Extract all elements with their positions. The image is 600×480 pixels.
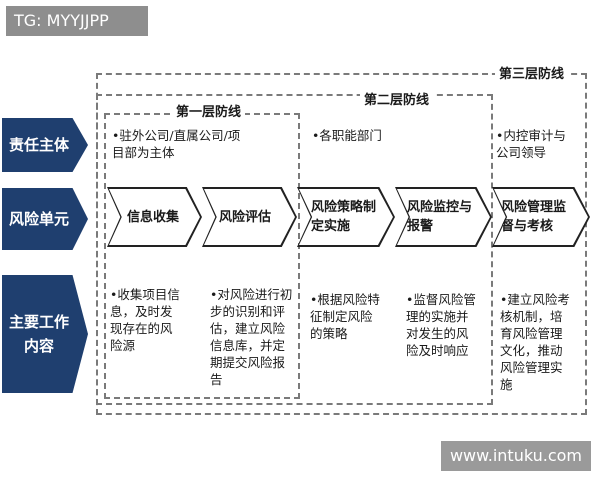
unit-label: 风险评估 (219, 209, 272, 225)
unit-chevron-strategy: 风险策略制 定实施 (297, 187, 395, 247)
first-defense-line-title: 第一层防线 (172, 104, 246, 122)
unit-label: 风险监控与 报警 (407, 200, 473, 234)
second-defense-line-title: 第二层防线 (360, 92, 434, 110)
unit-label: 风险管理监 督与考核 (501, 200, 567, 234)
unit-chevron-supervision: 风险管理监 督与考核 (492, 187, 590, 247)
row-header-responsible: 责任主体 (2, 118, 88, 172)
work-info-collection: •收集项目信 息，及时发 现存在的风 险源 (110, 287, 180, 353)
watermark: www.intuku.com (441, 441, 591, 471)
header-tag: TG: MYYJJPP (6, 6, 148, 36)
responsible-third-line: •内控审计与 公司领导 (496, 128, 566, 160)
row-header-label: 责任主体 (8, 136, 69, 154)
row-header-risk-unit: 风险单元 (2, 188, 88, 250)
row-header-label: 主要工作 内容 (8, 313, 69, 355)
work-monitoring: •监督风险管 理的实施并 对发生的风 险及时响应 (406, 292, 476, 358)
work-strategy: •根据风险特 征制定风险 的策略 (310, 292, 380, 341)
responsible-second-line: •各职能部门 (312, 128, 382, 143)
second-defense-line-frame (96, 94, 493, 405)
work-supervision: •建立风险考 核机制，培 育风险管理 文化，推动 风险管理实 施 (500, 292, 570, 392)
row-header-label: 风险单元 (8, 210, 69, 228)
third-defense-line-title: 第三层防线 (495, 66, 569, 84)
unit-label: 信息收集 (127, 209, 180, 225)
unit-chevron-info-collection: 信息收集 (107, 187, 202, 247)
unit-chevron-monitoring: 风险监控与 报警 (395, 187, 492, 247)
work-risk-assessment: •对风险进行初 步的识别和评 估，建立风险 信息库，并定 期提交风险报 告 (210, 287, 293, 387)
row-header-main-work: 主要工作 内容 (2, 275, 88, 393)
unit-label: 风险策略制 定实施 (311, 200, 377, 234)
responsible-first-line: •驻外公司/直属公司/项 目部为主体 (112, 128, 241, 160)
unit-chevron-risk-assessment: 风险评估 (202, 187, 297, 247)
